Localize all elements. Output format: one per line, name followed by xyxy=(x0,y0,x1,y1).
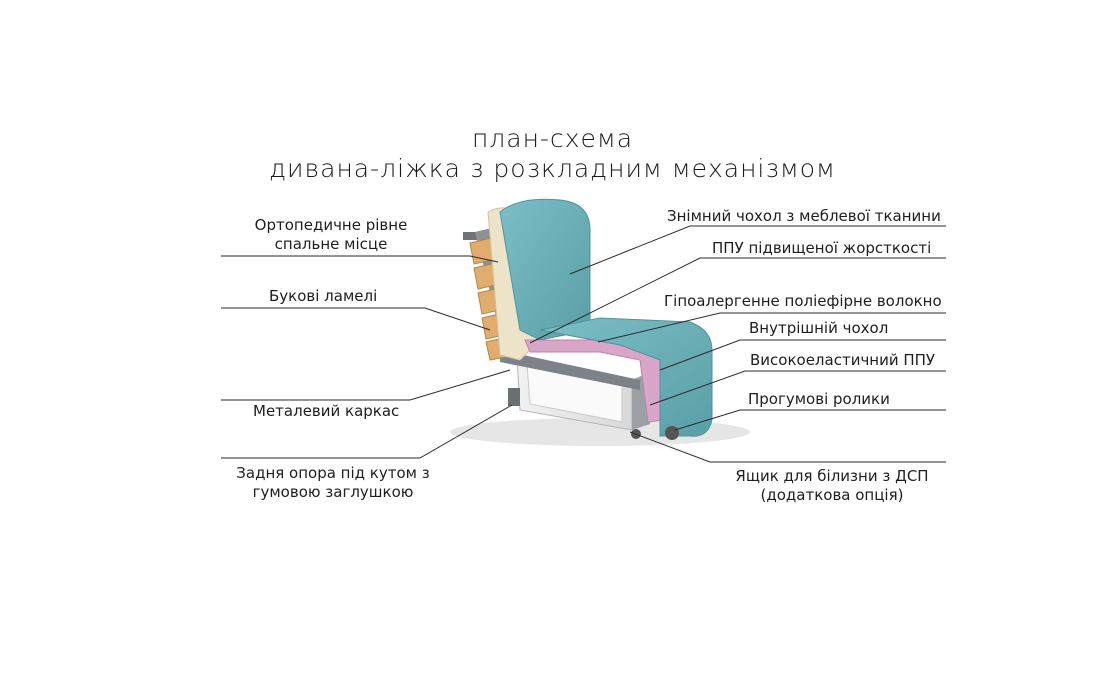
label-orthopedic-line-1: Ортопедичне рівне xyxy=(254,216,408,234)
label-orthopedic-line-2: спальне місце xyxy=(274,235,388,253)
label-rollers: Прогумові ролики xyxy=(748,390,890,408)
label-support-line-1: Задня опора під кутом з xyxy=(236,464,430,482)
label-frame: Металевий каркас xyxy=(253,402,400,420)
label-support-line-2: гумовою заглушкою xyxy=(252,483,414,501)
leader-orthopedic xyxy=(221,255,499,263)
leader-foam-hard xyxy=(529,257,946,344)
leader-frame xyxy=(221,369,511,401)
leader-slats xyxy=(221,307,491,331)
leader-inner-cover xyxy=(659,339,946,371)
leader-support xyxy=(221,404,513,459)
leader-rollers xyxy=(674,409,946,431)
label-cover: Знімний чохол з меблевої тканини xyxy=(667,207,941,225)
leader-fiber xyxy=(597,312,946,343)
label-slats: Букові ламелі xyxy=(269,287,378,305)
label-inner-cover: Внутрішній чохол xyxy=(749,319,889,337)
label-box-line-2: (додаткова опція) xyxy=(760,486,904,504)
fabric-seat xyxy=(539,317,713,437)
roller xyxy=(665,426,679,440)
label-orthopedic: Ортопедичне рівне спальне місце xyxy=(243,216,419,254)
leader-box xyxy=(629,431,946,463)
label-box-line-1: Ящик для білизни з ДСП xyxy=(735,467,929,485)
title-line-2: дивана-ліжка з розкладним механізмом xyxy=(269,154,836,183)
fabric-back xyxy=(499,198,591,341)
label-foam-elastic: Високоеластичний ППУ xyxy=(750,351,936,369)
label-support: Задня опора під кутом з гумовою заглушко… xyxy=(224,464,442,502)
label-fiber: Гіпоалергенне поліефірне волокно xyxy=(664,292,942,310)
leader-lines xyxy=(221,225,946,463)
label-box: Ящик для білизни з ДСП (додаткова опція) xyxy=(725,467,939,505)
leader-foam-elastic xyxy=(649,370,946,406)
leader-cover xyxy=(569,225,946,275)
title-line-1: план-схема xyxy=(471,124,634,153)
label-foam-hard: ППУ підвищеної жорсткості xyxy=(712,239,932,257)
